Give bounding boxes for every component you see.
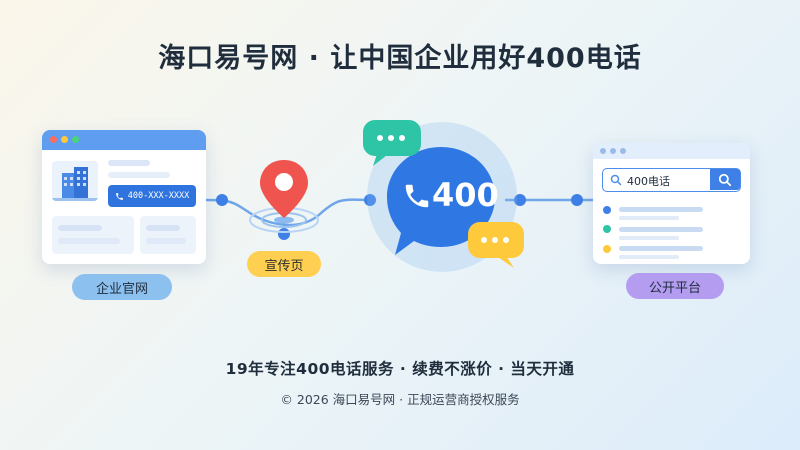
page-title: 海口易号网 · 让中国企业用好400电话 [158,43,642,74]
content-card [140,216,196,254]
website-window: 400-XXX-XXXX [42,130,206,264]
building-icon [52,161,98,201]
chat-bubble-yellow [468,222,524,268]
promo-label: 宣传页 [247,251,321,277]
search-input[interactable]: 400电话 [602,168,741,192]
chat-bubble-green [363,120,421,166]
hub-chat-bubble [387,147,495,255]
window-titlebar [42,130,206,150]
connector-node [216,194,228,206]
connector-node [571,194,583,206]
search-value: 400电话 [627,175,670,188]
website-phone-button[interactable]: 400-XXX-XXXX [108,185,196,207]
website-phone-text: 400-XXX-XXXX [127,191,190,201]
tagline: 19年专注400电话服务 · 续费不涨价 · 当天开通 [225,360,575,378]
typing-dots [481,237,509,243]
text-placeholder [108,172,170,178]
map-pin-icon [249,160,319,233]
platform-window: 400电话 [593,143,750,264]
phone-icon [115,192,123,200]
connector-node [514,194,526,206]
website-label: 企业官网 [72,274,172,300]
connector-node [364,194,376,206]
content-card [52,216,134,254]
search-icon [718,173,732,187]
phone-icon [405,184,429,208]
search-button[interactable] [710,169,740,190]
search-icon [610,174,622,186]
text-placeholder [108,160,150,166]
typing-dots [377,135,405,141]
platform-label: 公开平台 [626,273,724,299]
window-titlebar [593,143,750,159]
hub-number: 400 [432,176,499,214]
copyright: © 2026 海口易号网 · 正规运营商授权服务 [280,392,520,407]
